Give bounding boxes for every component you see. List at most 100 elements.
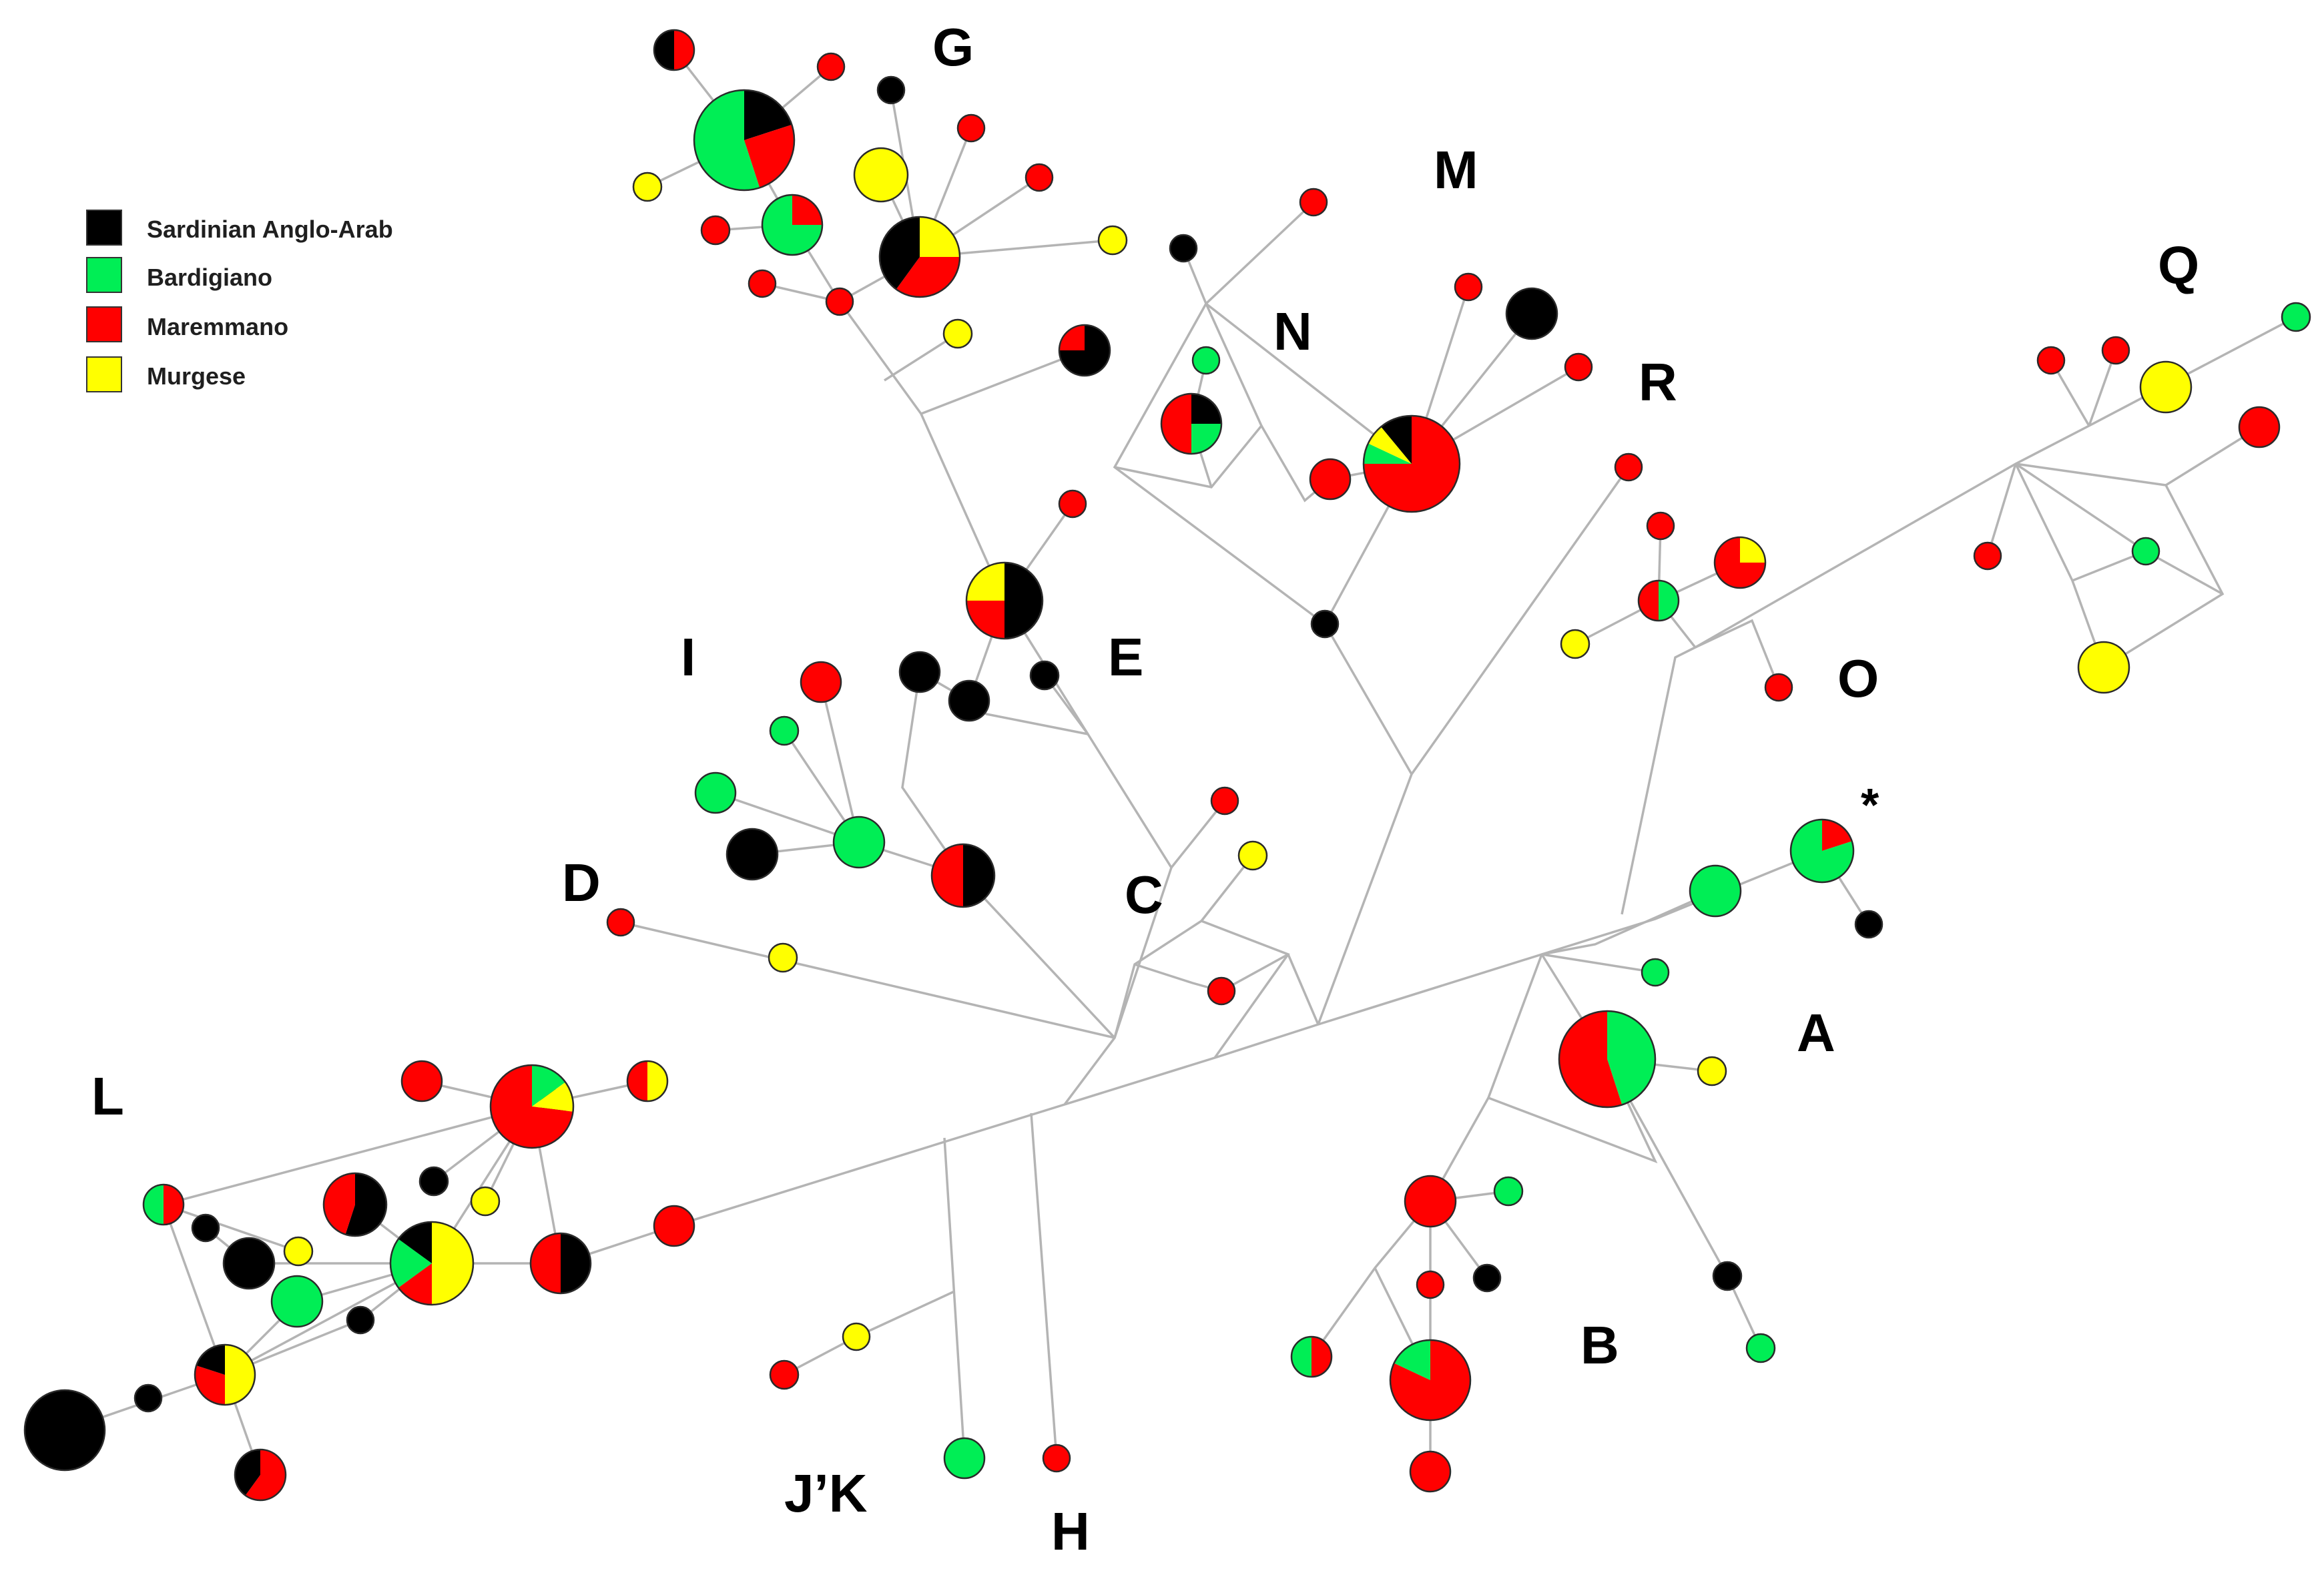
haplotype-node <box>222 1237 276 1290</box>
node-slice <box>1740 537 1765 563</box>
haplotype-node <box>725 828 779 881</box>
node-circle <box>2281 302 2311 332</box>
legend-swatch <box>86 356 122 392</box>
node-circle <box>1472 1263 1502 1293</box>
network-edge <box>920 349 1085 415</box>
network-edge <box>820 681 1116 1039</box>
node-circle <box>1310 609 1340 639</box>
node-slice <box>896 257 960 297</box>
haplotype-node <box>1299 188 1328 217</box>
node-circle <box>853 147 909 203</box>
node-slice <box>196 1345 225 1375</box>
network-edge <box>1541 890 1716 956</box>
node-slice <box>398 1263 432 1305</box>
node-slice <box>762 195 822 255</box>
node-slice <box>966 563 1004 601</box>
haplogroup-label-star: * <box>1861 779 1879 831</box>
network-edge <box>1574 599 1697 915</box>
legend-item-bardigiano: Bardigiano <box>86 257 272 293</box>
node-circle <box>1564 352 1593 382</box>
node-circle <box>842 1322 871 1351</box>
node-circle <box>1614 452 1643 482</box>
haplotype-node <box>825 287 854 316</box>
haplotype-node <box>1207 976 1236 1006</box>
node-circle <box>133 1383 163 1413</box>
haplotype-node <box>1713 536 1767 589</box>
haplotype-node <box>529 1232 592 1295</box>
node-circle <box>956 113 986 143</box>
haplotype-node <box>23 1389 106 1472</box>
node-circle <box>1237 840 1268 871</box>
node-outline <box>1362 414 1461 513</box>
legend-label: Murgese <box>147 362 246 390</box>
haplotype-node <box>1191 346 1221 375</box>
haplogroup-label-o: O <box>1837 649 1879 708</box>
node-slice <box>432 1222 473 1305</box>
node-slice <box>1394 1340 1430 1380</box>
haplotype-node <box>1389 1339 1472 1422</box>
node-slice <box>1368 426 1412 464</box>
legend: Sardinian Anglo-Arab Bardigiano Maremman… <box>86 210 393 392</box>
haplotype-node <box>956 113 986 143</box>
node-circle <box>1973 541 2002 571</box>
legend-swatch <box>86 306 122 342</box>
node-slice <box>532 1082 573 1112</box>
node-outline <box>529 1232 592 1295</box>
haplotype-node <box>1745 1333 1776 1363</box>
network-edge <box>1310 1200 1432 1358</box>
node-circle <box>825 287 854 316</box>
legend-item-maremmano: Maremmano <box>86 306 288 342</box>
node-circle <box>768 942 798 973</box>
haplotype-node <box>700 215 731 246</box>
node-slice <box>390 1239 432 1288</box>
haplogroup-label-l: L <box>91 1066 124 1126</box>
haplotype-node <box>283 1236 314 1267</box>
node-outline <box>878 216 961 298</box>
network-edge <box>1986 463 2017 557</box>
haplotype-node <box>1237 840 1268 871</box>
node-slice <box>744 124 794 188</box>
legend-swatch <box>86 257 122 293</box>
node-circle <box>222 1237 276 1290</box>
network-edge <box>620 921 1115 1039</box>
haplotype-node <box>1416 1270 1445 1299</box>
node-circle <box>769 715 800 746</box>
node-slice <box>345 1173 386 1237</box>
node-slice <box>1161 394 1191 454</box>
node-outline <box>322 1172 388 1237</box>
haplotype-node <box>965 561 1044 640</box>
haplotype-node <box>322 1172 388 1237</box>
haplotype-node <box>1854 910 1883 939</box>
node-outline <box>930 843 996 908</box>
node-circle <box>1505 287 1558 340</box>
node-circle <box>2131 537 2160 566</box>
haplotype-node <box>1029 660 1060 691</box>
haplotype-node <box>191 1213 220 1243</box>
node-outline <box>1290 1335 1333 1378</box>
node-circle <box>1042 1444 1071 1473</box>
node-circle <box>632 172 663 202</box>
node-circle <box>898 651 941 693</box>
haplotype-node <box>1362 414 1461 513</box>
node-circle <box>1409 1450 1452 1493</box>
haplotype-node <box>2077 641 2130 694</box>
haplotype-node <box>1290 1335 1333 1378</box>
haplotype-node <box>346 1305 375 1335</box>
haplotype-node <box>2036 346 2066 375</box>
haplotype-node <box>2139 360 2193 414</box>
haplogroup-label-i: I <box>681 627 695 687</box>
node-circle <box>1210 786 1239 816</box>
node-slice <box>143 1185 164 1225</box>
node-circle <box>725 828 779 881</box>
haplogroup-label-n: N <box>1273 302 1312 361</box>
haplotype-node <box>2238 406 2281 448</box>
node-outline <box>653 29 695 71</box>
node-circle <box>270 1275 324 1328</box>
haplotype-node <box>653 29 695 71</box>
node-slice <box>532 1065 566 1107</box>
node-slice <box>245 1450 286 1500</box>
haplotype-node <box>2101 336 2130 365</box>
node-circle <box>2139 360 2193 414</box>
node-slice <box>966 601 1004 639</box>
